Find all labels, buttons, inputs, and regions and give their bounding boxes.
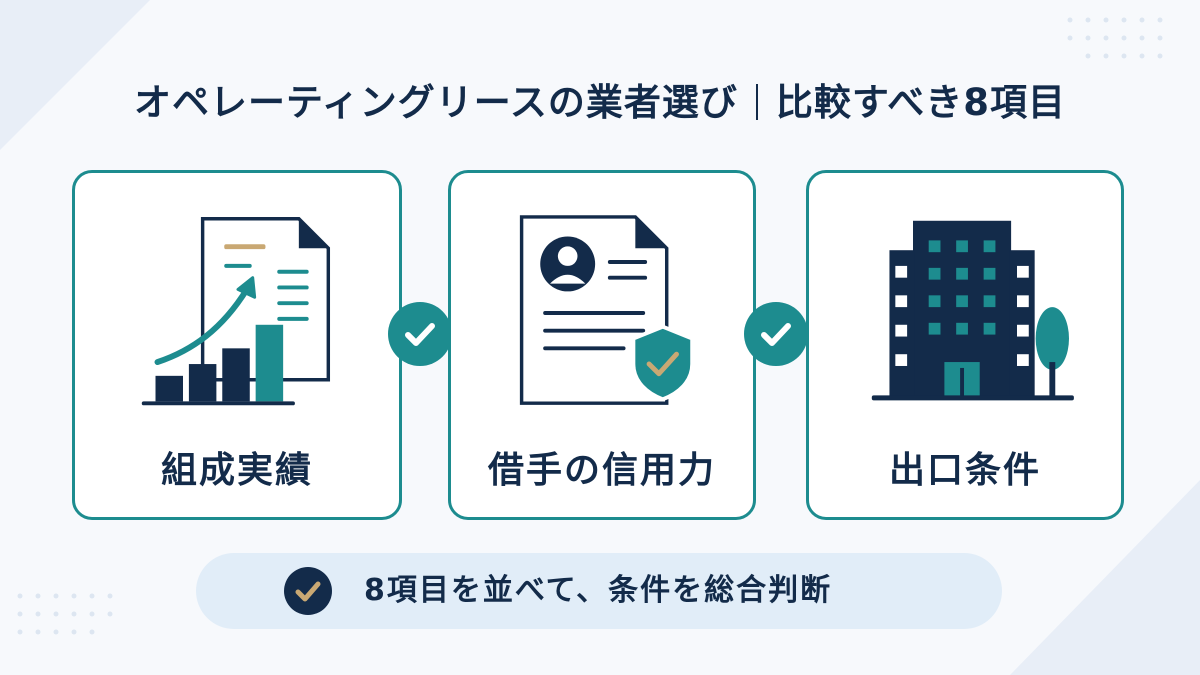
connector-check-2 bbox=[744, 302, 808, 366]
summary-check bbox=[284, 567, 332, 615]
card-exit-terms: 出口条件 bbox=[806, 170, 1124, 520]
title-sub: 比較すべき8項目 bbox=[775, 81, 1067, 124]
page-title: オペレーティングリースの業者選び比較すべき8項目 bbox=[0, 72, 1200, 126]
check-icon bbox=[295, 581, 321, 602]
check-icon bbox=[405, 323, 435, 346]
connector-check-1 bbox=[388, 302, 452, 366]
profile-document-shield-icon bbox=[519, 215, 695, 405]
card-label: 借手の信用力 bbox=[487, 450, 716, 491]
card-track-record: 組成実績 bbox=[72, 170, 402, 520]
card-lessee-credit: 借手の信用力 bbox=[448, 170, 756, 520]
dot-grid-bottom-left bbox=[17, 593, 113, 635]
card-label: 出口条件 bbox=[888, 450, 1041, 491]
summary-banner: 8項目を並べて、条件を総合判断 bbox=[196, 553, 1002, 629]
title-divider bbox=[755, 84, 758, 120]
summary-text: 8項目を並べて、条件を総合判断 bbox=[364, 573, 833, 608]
title-main: オペレーティングリースの業者選び bbox=[133, 81, 738, 124]
office-building-icon bbox=[871, 220, 1074, 401]
dot-grid-top-right bbox=[1067, 17, 1163, 59]
card-label: 組成実績 bbox=[160, 450, 313, 491]
growth-chart-document-icon bbox=[141, 217, 331, 406]
check-icon bbox=[761, 323, 791, 346]
